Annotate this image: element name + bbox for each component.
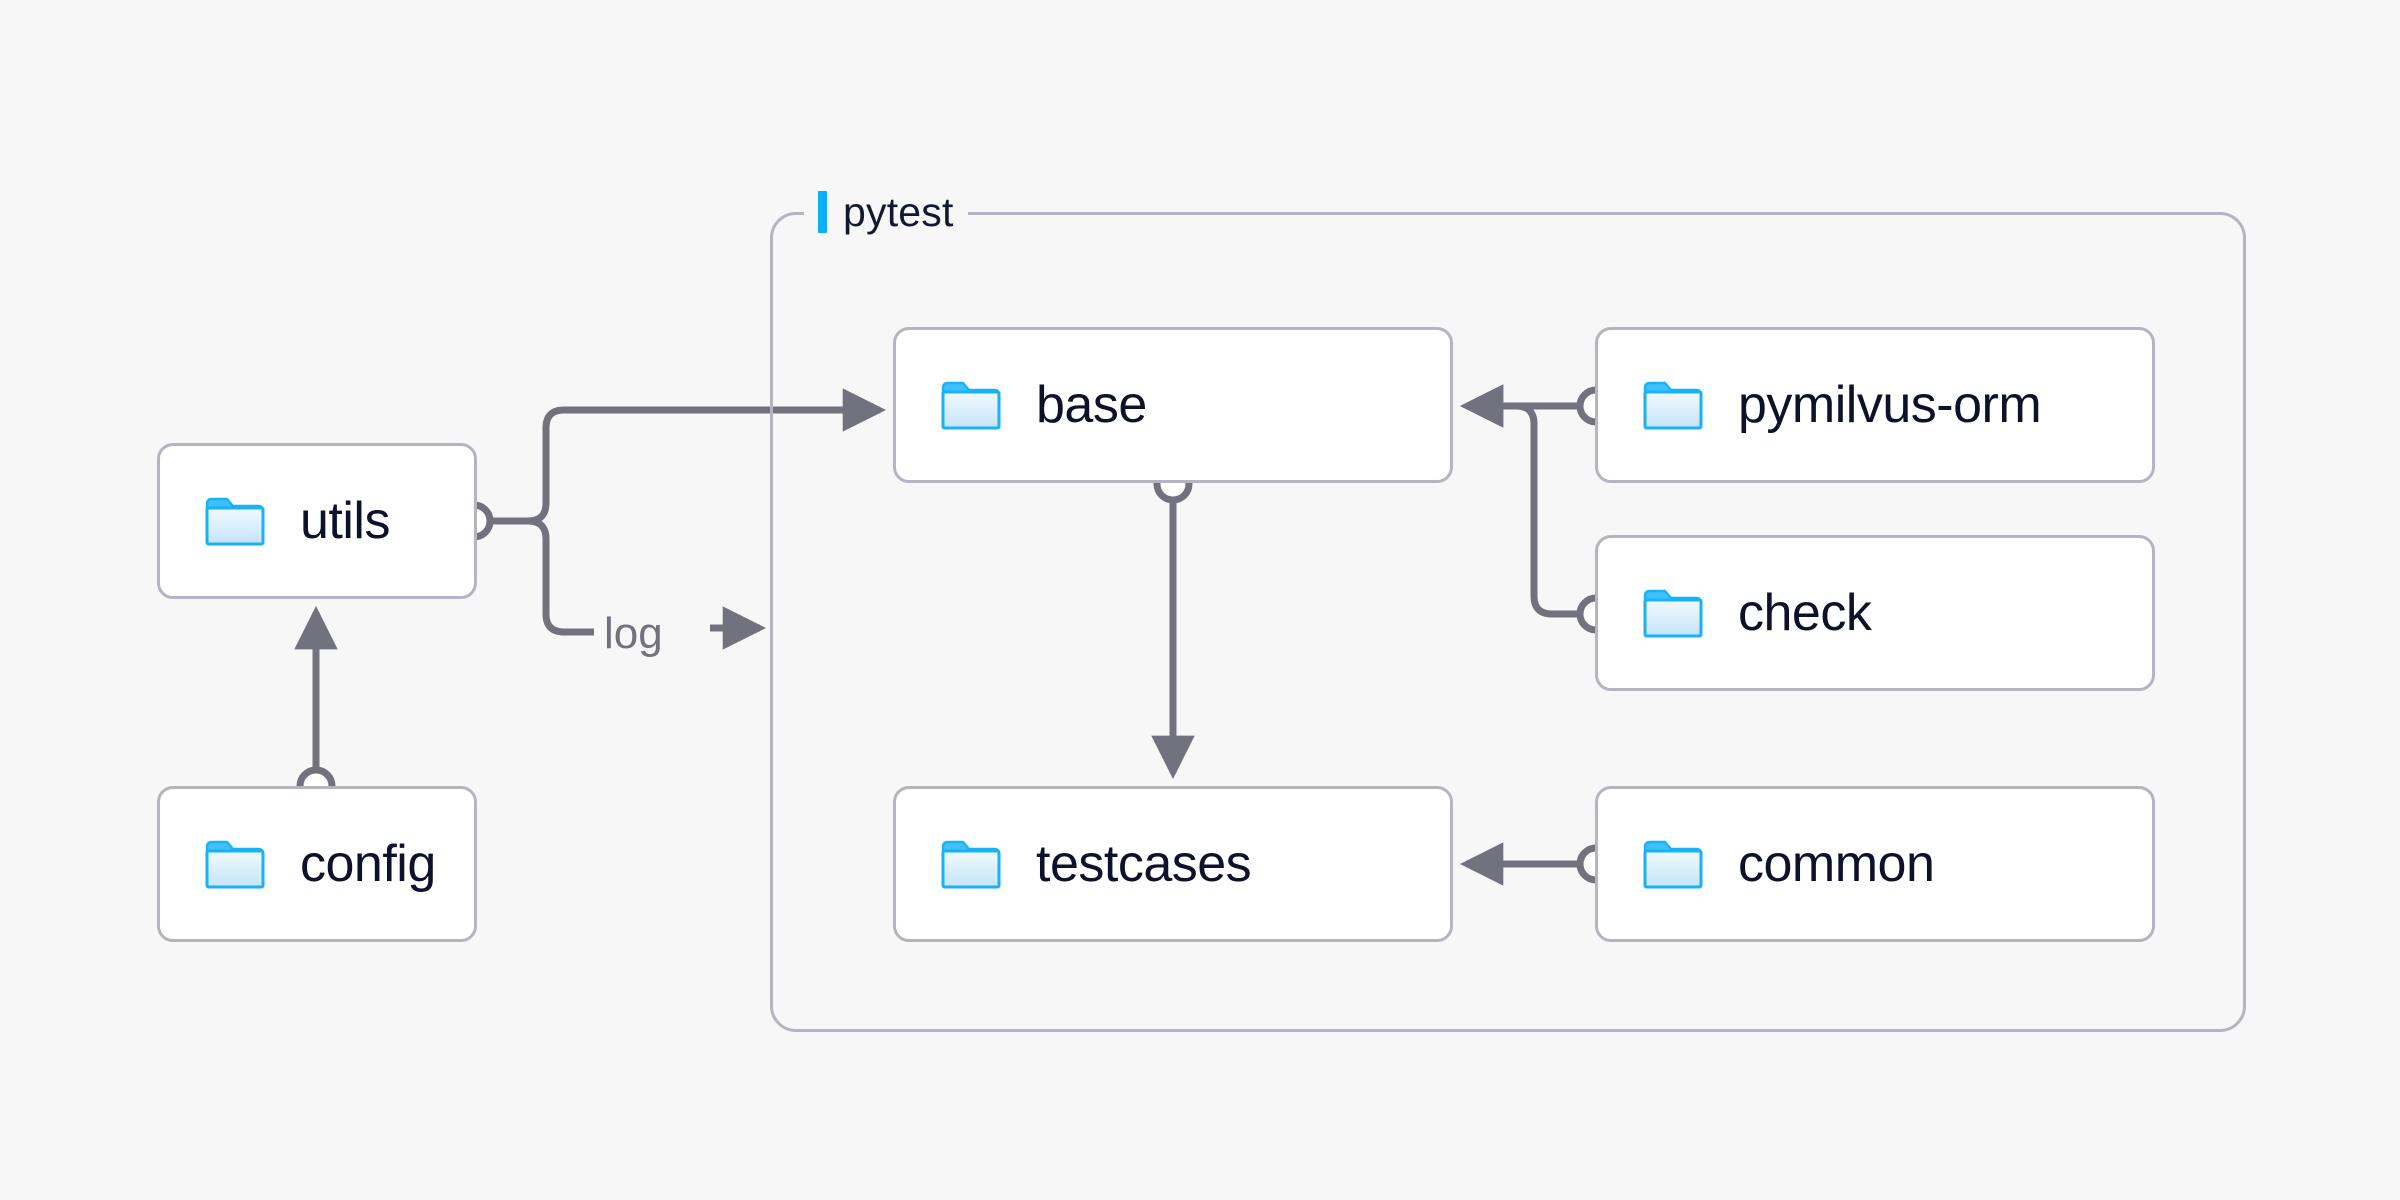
node-check[interactable]: check	[1595, 535, 2155, 691]
node-label-config: config	[300, 835, 436, 893]
edge-label-log: log	[604, 609, 663, 658]
folder-icon	[1643, 381, 1703, 430]
pytest-group-container	[770, 212, 2246, 1032]
node-pymilvus-orm[interactable]: pymilvus-orm	[1595, 327, 2155, 483]
folder-icon	[1643, 589, 1703, 638]
node-label-pymilvus-orm: pymilvus-orm	[1738, 376, 2042, 434]
pytest-group-label: pytest	[804, 186, 968, 238]
edge-utils-to-log	[490, 517, 594, 636]
node-config[interactable]: config	[157, 786, 477, 942]
node-label-utils: utils	[300, 492, 390, 550]
node-base[interactable]: base	[893, 327, 1453, 483]
node-utils[interactable]: utils	[157, 443, 477, 599]
folder-icon	[941, 840, 1001, 889]
pytest-group-title: pytest	[843, 188, 954, 235]
node-testcases[interactable]: testcases	[893, 786, 1453, 942]
node-label-base: base	[1036, 376, 1147, 434]
folder-icon	[1643, 840, 1703, 889]
folder-icon	[205, 840, 265, 889]
folder-icon	[941, 381, 1001, 430]
node-common[interactable]: common	[1595, 786, 2155, 942]
accent-bar-icon	[818, 191, 827, 233]
node-label-common: common	[1738, 835, 1935, 893]
node-label-testcases: testcases	[1036, 835, 1252, 893]
node-label-check: check	[1738, 584, 1872, 642]
folder-icon	[205, 497, 265, 546]
